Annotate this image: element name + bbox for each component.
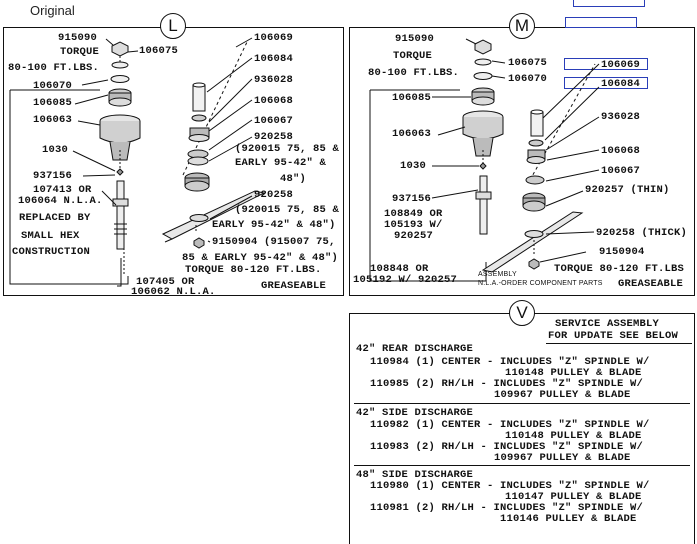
label-937156: 937156 (33, 170, 73, 182)
label-920258-b-note2: EARLY 95-42" & 48") (212, 219, 336, 231)
label-m-920257-a: 920257 (394, 230, 434, 242)
label-107413: 107413 OR (33, 184, 92, 196)
label-construction: CONSTRUCTION (12, 246, 91, 258)
section-line: 110146 PULLEY & BLADE (500, 513, 637, 525)
label-920258-b-note1: (920015 75, 85 & (235, 204, 340, 216)
label-small-hex: SMALL HEX (21, 230, 80, 242)
label-106068: 106068 (254, 95, 294, 107)
label-m-106068: 106068 (601, 145, 641, 157)
label-1030: 1030 (42, 144, 69, 156)
label-m-assembly-nla: N.L.A.-ORDER COMPONENT PARTS (478, 280, 603, 287)
label-torque-value: 80-100 FT.LBS. (8, 62, 100, 74)
label-m-torque-bottom: TORQUE 80-120 FT.LBS (554, 263, 685, 275)
section-line: 110980 (1) CENTER - INCLUDES "Z" SPINDLE… (370, 480, 650, 492)
section-line: 110983 (2) RH/LH - INCLUDES "Z" SPINDLE … (370, 441, 644, 453)
panel-m-badge: M (509, 13, 535, 39)
label-m-assembly: ASSEMBLY (478, 271, 517, 278)
label-920258-b: 920258 (254, 189, 294, 201)
exploded-parts-drawing (9, 37, 600, 287)
label-m-1030: 1030 (400, 160, 427, 172)
label-m-9150904: 9150904 (599, 246, 645, 258)
label-m-106084: 106084 (601, 78, 641, 90)
label-m-105192: 105192 W/ 920257 (353, 274, 458, 286)
service-assembly-subtitle: FOR UPDATE SEE BELOW (548, 330, 679, 342)
label-106063: 106063 (33, 114, 73, 126)
label-m-106070: 106070 (508, 73, 548, 85)
section-line: 109967 PULLEY & BLADE (494, 452, 631, 464)
label-m-106067: 106067 (601, 165, 641, 177)
highlight-box-106069 (564, 58, 648, 70)
panel-l-badge: L (160, 13, 186, 39)
label-920258-a: 920258 (254, 131, 294, 143)
label-torque: TORQUE (60, 46, 100, 58)
section-line: 110147 PULLEY & BLADE (505, 491, 642, 503)
label-9150904: 9150904 (915007 75, (212, 236, 336, 248)
highlight-box-106084 (564, 77, 648, 89)
label-106062: 106062 N.L.A. (131, 286, 216, 298)
section-line: 110985 (2) RH/LH - INCLUDES "Z" SPINDLE … (370, 378, 644, 390)
label-replaced-by: REPLACED BY (19, 212, 91, 224)
label-106069: 106069 (254, 32, 294, 44)
service-assembly-header-box (546, 316, 692, 344)
section-divider (354, 465, 690, 466)
label-m-106085: 106085 (392, 92, 432, 104)
label-106064: 106064 N.L.A. (18, 195, 103, 207)
label-920258-a-note1: (920015 75, 85 & (235, 143, 340, 155)
label-m-torque-value: 80-100 FT.LBS. (368, 67, 460, 79)
label-107405: 107405 OR (136, 276, 195, 288)
section-divider (354, 403, 690, 404)
label-106070: 106070 (33, 80, 73, 92)
section-title: 42" REAR DISCHARGE (356, 343, 474, 355)
caption: Original (30, 3, 75, 18)
label-m-106075: 106075 (508, 57, 548, 69)
label-torque-bottom: TORQUE 80-120 FT.LBS. (185, 264, 322, 276)
label-920258-a-note3: 48") (280, 173, 307, 185)
panel-v-badge: V (509, 300, 535, 326)
label-m-937156: 937156 (392, 193, 432, 205)
section-title: 48" SIDE DISCHARGE (356, 469, 474, 481)
section-title: 42" SIDE DISCHARGE (356, 407, 474, 419)
section-line: 110981 (2) RH/LH - INCLUDES "Z" SPINDLE … (370, 502, 644, 514)
label-920258-a-note2: EARLY 95-42" & (235, 157, 327, 169)
label-106075: 106075 (139, 45, 179, 57)
label-106084: 106084 (254, 53, 294, 65)
label-9150904-note: 85 & EARLY 95-42" & 48") (182, 252, 339, 264)
section-line: 110982 (1) CENTER - INCLUDES "Z" SPINDLE… (370, 419, 650, 431)
label-915090: 915090 (58, 32, 98, 44)
service-assembly-title: SERVICE ASSEMBLY (555, 318, 660, 330)
label-m-greaseable: GREASEABLE (618, 278, 684, 290)
label-m-920258-thick: 920258 (THICK) (596, 227, 688, 239)
highlight-box-top (573, 0, 645, 7)
label-m-936028: 936028 (601, 111, 641, 123)
label-106085: 106085 (33, 97, 73, 109)
label-m-920257-thin: 920257 (THIN) (585, 184, 670, 196)
label-greaseable: GREASEABLE (261, 280, 327, 292)
label-106067: 106067 (254, 115, 294, 127)
label-m-915090: 915090 (395, 33, 435, 45)
label-m-108849: 108849 OR (384, 208, 443, 220)
label-m-106063: 106063 (392, 128, 432, 140)
section-line: 110984 (1) CENTER - INCLUDES "Z" SPINDLE… (370, 356, 650, 368)
section-line: 109967 PULLEY & BLADE (494, 389, 631, 401)
section-line: 110148 PULLEY & BLADE (505, 430, 642, 442)
label-m-105193: 105193 W/ (384, 219, 443, 231)
section-line: 110148 PULLEY & BLADE (505, 367, 642, 379)
label-936028: 936028 (254, 74, 294, 86)
highlight-box-2 (565, 17, 637, 28)
label-m-108848: 108848 OR (370, 263, 429, 275)
label-m-106069: 106069 (601, 59, 641, 71)
label-m-torque: TORQUE (393, 50, 433, 62)
